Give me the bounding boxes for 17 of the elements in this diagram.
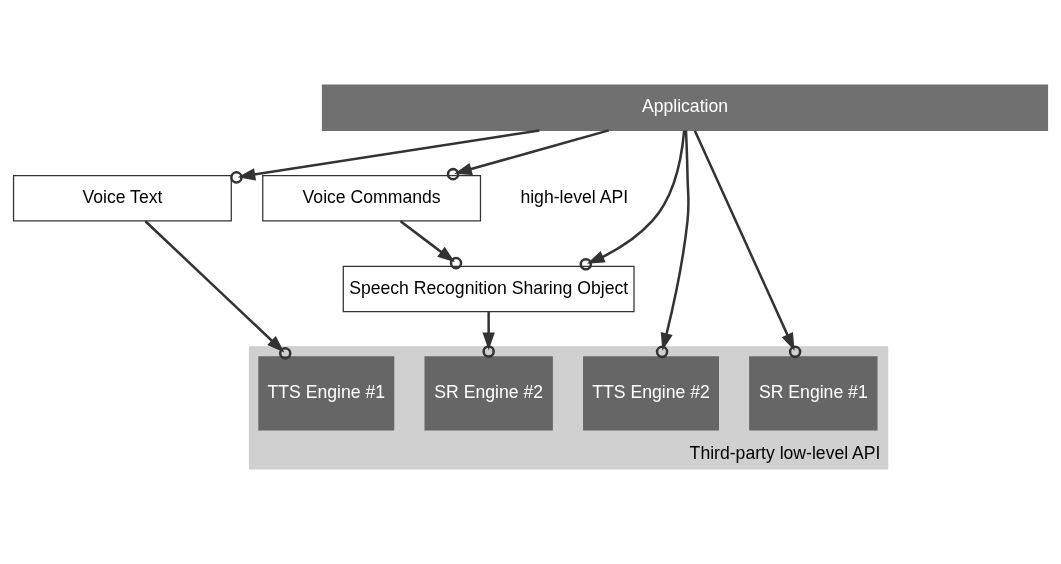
node-box: TTS Engine #2	[583, 356, 719, 431]
label: high-level API	[520, 186, 629, 207]
arrow	[446, 129, 610, 181]
node-box: Application	[321, 84, 1049, 131]
node-box: Speech Recognition Sharing Object	[342, 265, 635, 313]
node-box: SR Engine #2	[424, 356, 553, 431]
arrow	[230, 129, 540, 184]
arrow	[579, 130, 686, 271]
arrow	[482, 311, 495, 358]
arrow	[399, 220, 463, 270]
node-box: Voice Commands	[262, 175, 482, 222]
arrow	[655, 130, 690, 359]
node-box: Voice Text	[12, 175, 232, 222]
arrow	[144, 220, 292, 360]
node-box: TTS Engine #1	[258, 356, 395, 431]
arrow	[693, 130, 802, 359]
node-box: SR Engine #1	[749, 356, 878, 431]
